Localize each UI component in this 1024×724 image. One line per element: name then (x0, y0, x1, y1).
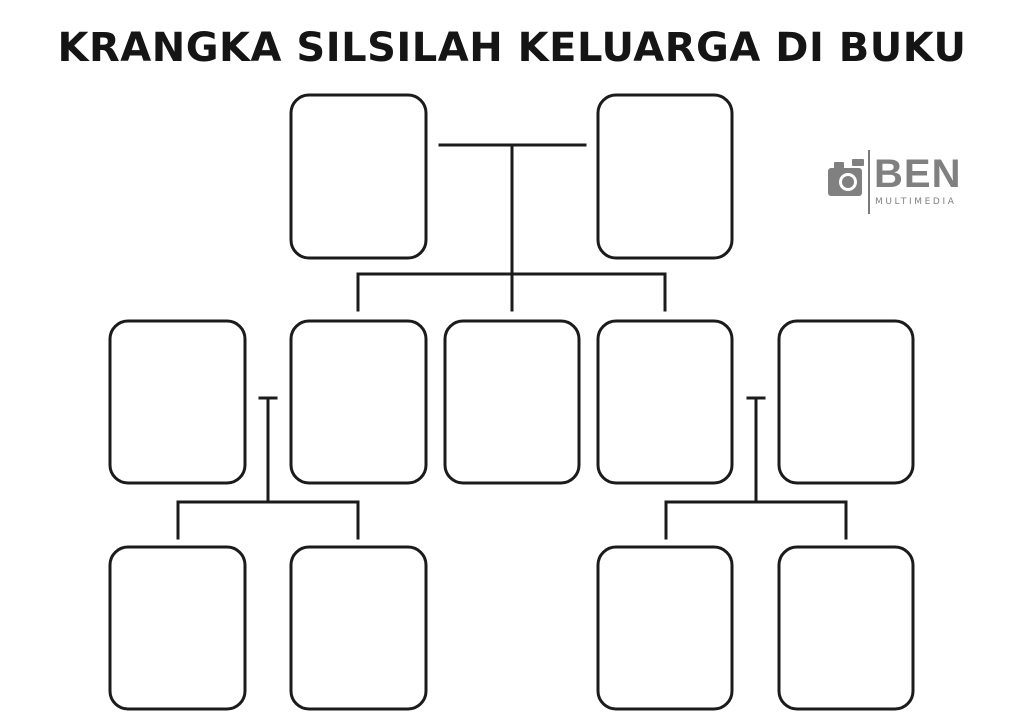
generation-2 (108, 319, 915, 485)
camera-icon (828, 159, 864, 196)
page-title: KRANGKA SILSILAH KELUARGA DI BUKU (57, 25, 967, 71)
member-box-g1-left[interactable] (289, 93, 428, 260)
member-box-g2-1[interactable] (108, 319, 247, 485)
logo-tagline: MULTIMEDIA (875, 197, 957, 207)
watermark-logo: BEN MULTIMEDIA (826, 150, 976, 220)
member-box-g3-3[interactable] (596, 545, 734, 711)
member-box-g2-4[interactable] (596, 319, 734, 485)
member-box-g3-4[interactable] (777, 545, 915, 711)
logo-divider (868, 150, 870, 214)
member-box-g3-2[interactable] (289, 545, 428, 711)
generation-1 (289, 93, 734, 260)
member-box-g2-5[interactable] (777, 319, 915, 485)
member-box-g3-1[interactable] (108, 545, 247, 711)
tree-connectors (176, 143, 848, 540)
logo-wordmark: BEN (874, 152, 962, 196)
member-box-g1-right[interactable] (596, 93, 734, 260)
generation-3 (108, 545, 915, 711)
member-box-g2-3[interactable] (443, 319, 581, 485)
member-box-g2-2[interactable] (289, 319, 428, 485)
